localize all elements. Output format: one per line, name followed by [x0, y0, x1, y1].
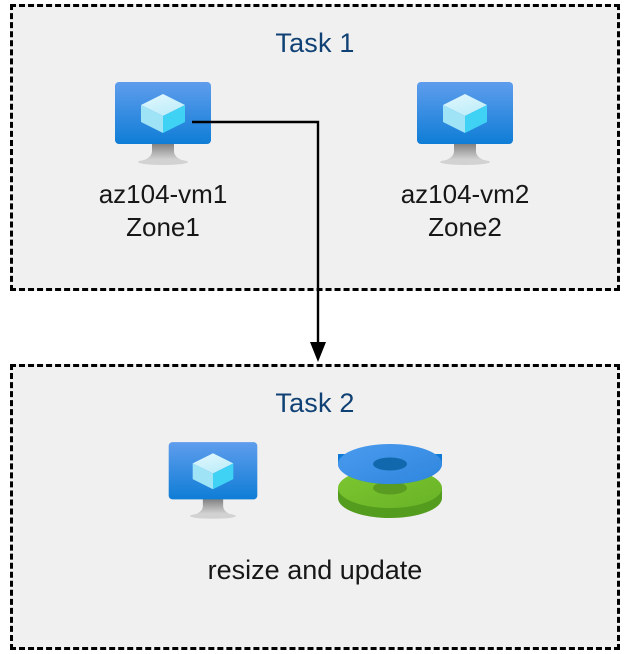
virtual-machine-icon [115, 82, 211, 165]
blue-disk [338, 444, 442, 484]
vm1-name: az104-vm1 [98, 179, 228, 209]
node-az104-vm1: az104-vm1 Zone1 [48, 80, 278, 244]
vm2-zone: Zone2 [428, 212, 502, 242]
node-az104-vm2: az104-vm2 Zone2 [350, 80, 580, 244]
task2-panel [10, 364, 620, 650]
vm1-zone: Zone1 [126, 212, 200, 242]
virtual-machine-icon [168, 442, 258, 519]
task2-caption: resize and update [207, 555, 423, 585]
node-managed-disks [330, 440, 450, 526]
virtual-machine-icon [417, 82, 513, 165]
task2-title: Task 2 [275, 388, 355, 418]
node-task2-vm [148, 440, 278, 520]
node-label-az104-vm1: az104-vm1 Zone1 [48, 178, 278, 244]
task1-title: Task 1 [275, 28, 355, 58]
vm2-name: az104-vm2 [400, 179, 530, 209]
connector-arrowhead [310, 342, 326, 362]
node-label-az104-vm2: az104-vm2 Zone2 [350, 178, 580, 244]
managed-disks-icon [338, 444, 442, 518]
